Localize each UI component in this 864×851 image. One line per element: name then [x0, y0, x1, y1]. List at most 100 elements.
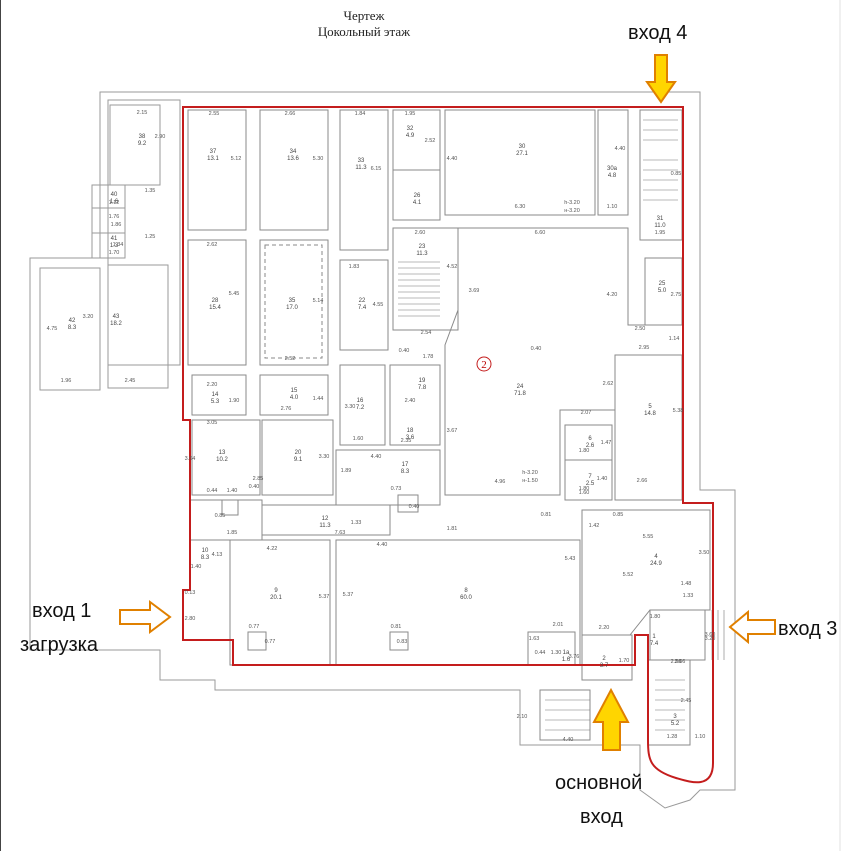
height-note: н-1.50	[522, 478, 538, 484]
room-area: 1.6	[110, 199, 119, 205]
room-area: 27.1	[516, 151, 528, 157]
room-number: 9	[274, 588, 278, 594]
room-area: 3.7	[600, 663, 609, 669]
dimension-label: 2.52	[425, 138, 436, 144]
dimension-label: 1.85	[227, 530, 238, 536]
room-area: 4.0	[290, 395, 299, 401]
plan-title: Чертеж	[343, 8, 385, 23]
room-number: 16	[357, 398, 364, 404]
dimension-label: 1.81	[447, 526, 458, 532]
dimension-label: 2.66	[637, 478, 648, 484]
dimension-label: 2.35	[401, 438, 412, 444]
dimension-label: 1.40	[191, 564, 202, 570]
height-note: h-3.20	[522, 470, 538, 476]
dimension-label: 0.40	[399, 348, 410, 354]
dimension-label: 4.52	[447, 264, 458, 270]
dimension-label: 2.76	[281, 406, 292, 412]
room-number: 18	[407, 428, 414, 434]
dimension-label: 2.62	[603, 381, 614, 387]
dimension-label: 2.85	[253, 476, 264, 482]
room-area: 1.3	[110, 243, 119, 249]
dimension-label: 5.45	[229, 291, 240, 297]
dimension-label: 6.60	[535, 230, 546, 236]
dimension-label: 2.62	[207, 242, 218, 248]
room-area: 8.3	[68, 325, 77, 331]
dimension-label: 0.44	[207, 488, 218, 494]
dimension-label: 2.55	[209, 111, 220, 117]
dimension-label: 1.35	[145, 188, 156, 194]
room-number: 6	[588, 436, 592, 442]
dimension-label: 0.40	[249, 484, 260, 490]
dimension-label: 2.75	[671, 292, 682, 298]
room-number: 43	[113, 314, 120, 320]
room-area: 8.3	[401, 469, 410, 475]
room-number: 13	[219, 450, 226, 456]
dimension-label: 1.86	[111, 222, 122, 228]
dimension-label: 2.15	[137, 110, 148, 116]
dimension-label: 7.63	[335, 530, 346, 536]
dimension-label: 1.80	[579, 448, 590, 454]
room-number: 20	[295, 450, 302, 456]
dimension-label: 1.76	[109, 214, 120, 220]
dimension-label: 1.42	[589, 523, 600, 529]
room-number: 33	[358, 158, 365, 164]
room-number: 34	[290, 149, 297, 155]
dimension-label: 1.60	[579, 490, 590, 496]
room-number: 12	[322, 516, 329, 522]
room-area: 60.0	[460, 595, 472, 601]
room-number: 30	[519, 144, 526, 150]
room-number: 31	[657, 216, 664, 222]
dimension-label: 1.70	[619, 658, 630, 664]
dimension-label: 1.84	[355, 111, 366, 117]
room-number: 5	[648, 404, 652, 410]
room-number: 35	[289, 298, 296, 304]
room-area: 13.6	[287, 156, 299, 162]
dimension-label: 1.12	[109, 200, 120, 206]
dimension-label: 4.40	[615, 146, 626, 152]
dimension-label: 2.50	[635, 326, 646, 332]
dimension-label: 6.15	[371, 166, 382, 172]
room-number: 38	[139, 134, 146, 140]
arrow-entrance-1	[119, 600, 172, 634]
room-area: 18.2	[110, 321, 122, 327]
room-number: 14	[212, 392, 219, 398]
height-notes: h-3.20н-3.20h-3.20н-1.50	[522, 200, 580, 484]
room-number: 10	[202, 548, 209, 554]
dimension-label: 0.77	[249, 624, 260, 630]
dimension-label: 0.81	[391, 624, 402, 630]
main-entrance-sublabel: вход	[580, 806, 623, 828]
dimension-label: 0.73	[391, 486, 402, 492]
dimension-label: 5.55	[643, 534, 654, 540]
premises-boundary	[182, 106, 714, 784]
stairs	[398, 119, 725, 731]
room-area: 4.8	[608, 173, 617, 179]
room-number: 22	[359, 298, 366, 304]
dimension-label: 1.70	[109, 250, 120, 256]
room-area: 9.1	[294, 457, 303, 463]
dimension-label: 1.90	[229, 398, 240, 404]
dimension-label: 3.50	[699, 550, 710, 556]
dimension-label: 1.14	[669, 336, 680, 342]
zone-marker: 2	[476, 356, 492, 372]
dimension-label: 1.95	[655, 230, 666, 236]
room-area: 4.9	[406, 133, 415, 139]
height-note: н-3.20	[564, 208, 580, 214]
dimension-label: 3.64	[185, 456, 196, 462]
room-area: 7.4	[358, 305, 367, 311]
room-area: 7.8	[418, 385, 427, 391]
dimension-label: 2.95	[639, 345, 650, 351]
dimension-label: 6.30	[515, 204, 526, 210]
dimension-label: 5.12	[231, 156, 242, 162]
room-number: 41	[111, 236, 118, 242]
dimension-label: 4.55	[373, 302, 384, 308]
room-number: 30а	[607, 166, 618, 172]
dimension-label: 4.75	[47, 326, 58, 332]
dimension-label: 3.67	[447, 428, 458, 434]
dimension-label: 4.40	[447, 156, 458, 162]
dimension-label: 0.85	[671, 171, 682, 177]
dimension-label: 1.33	[683, 593, 694, 599]
dimension-label: 1.10	[607, 204, 618, 210]
room-number: 15	[291, 388, 298, 394]
